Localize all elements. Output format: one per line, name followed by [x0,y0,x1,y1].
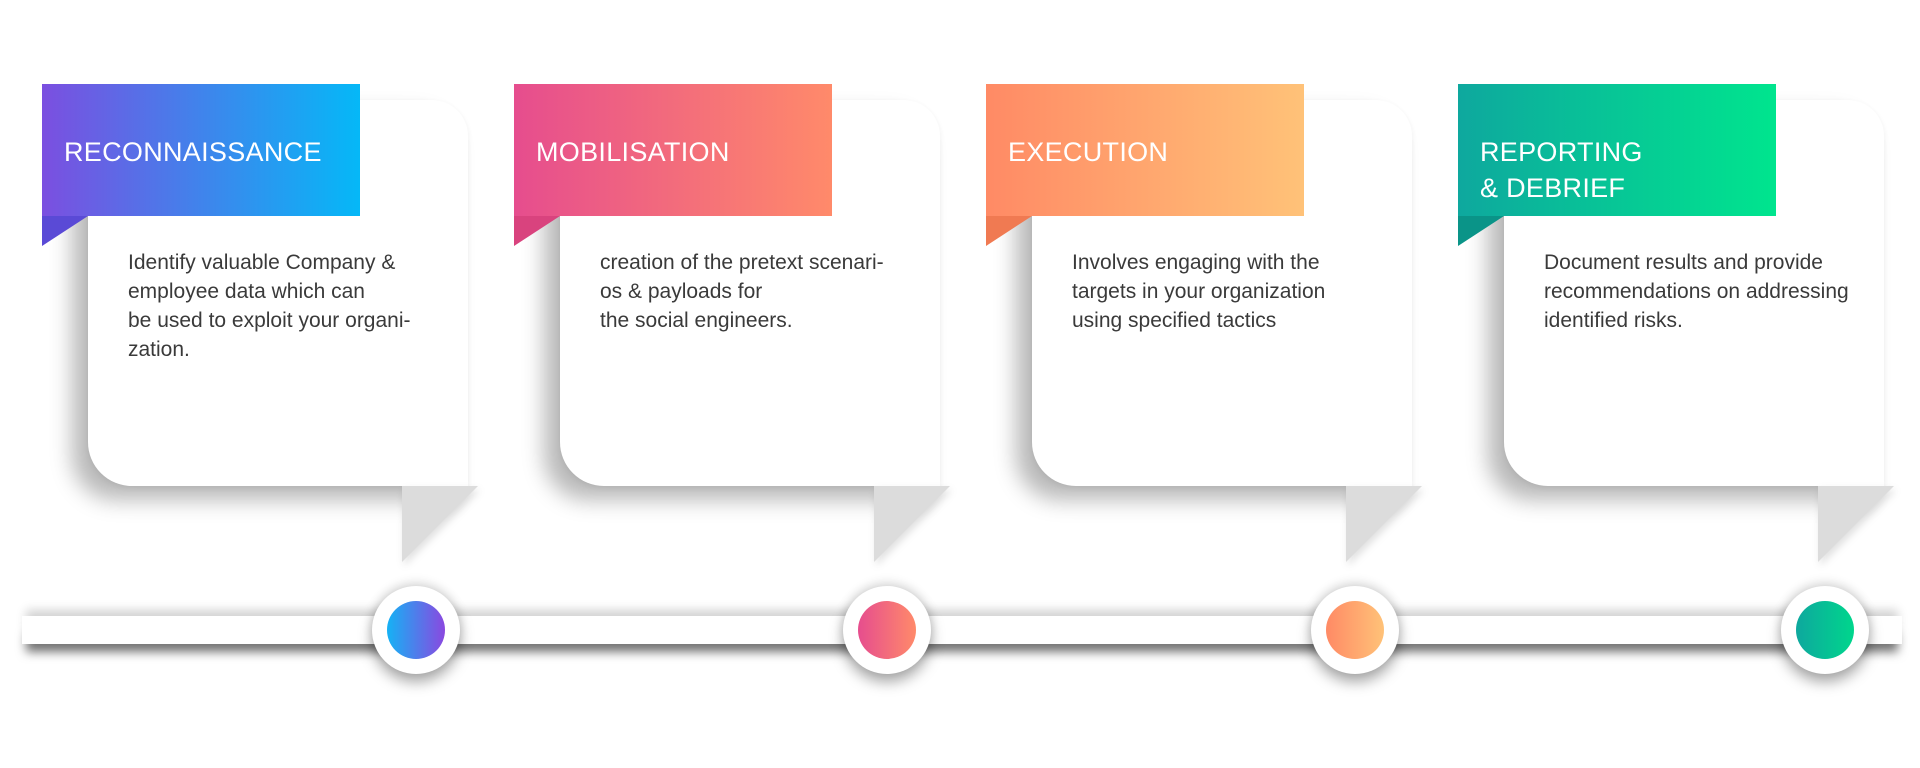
callout-tail [874,486,950,562]
timeline-node-3 [1311,586,1399,674]
step-title: RECONNAISSANCE [64,137,322,167]
step-description: Identify valuable Company & employee dat… [128,251,411,361]
callout-tail [1346,486,1422,562]
step-description: creation of the pretext scenari- os & pa… [600,251,884,332]
step-description: Involves engaging with the targets in yo… [1072,251,1326,332]
callout-tail [1818,486,1894,562]
timeline-node-dot [387,601,445,659]
header-fold [42,216,88,246]
step-description: Document results and provide recommendat… [1544,251,1849,332]
timeline-node-1 [372,586,460,674]
timeline-node-dot [1326,601,1384,659]
header-fold [986,216,1032,246]
step-card-4: REPORTING & DEBRIEF Document results and … [1458,84,1898,584]
step-header: EXECUTION [986,84,1304,216]
step-card-3: EXECUTION Involves engaging with the targ… [986,84,1426,584]
step-card-2: MOBILISATION creation of the pretext scen… [514,84,954,584]
timeline-node-2 [843,586,931,674]
step-title: REPORTING & DEBRIEF [1480,137,1643,203]
step-header: MOBILISATION [514,84,832,216]
header-fold [514,216,560,246]
timeline-node-4 [1781,586,1869,674]
step-title: MOBILISATION [536,137,730,167]
step-title: EXECUTION [1008,137,1169,167]
header-fold [1458,216,1504,246]
step-card-1: RECONNAISSANCE Identify valuable Company … [42,84,482,584]
step-header: REPORTING & DEBRIEF [1458,84,1776,216]
timeline-bar [22,616,1902,644]
callout-tail [402,486,478,562]
timeline-node-dot [858,601,916,659]
step-header: RECONNAISSANCE [42,84,360,216]
timeline-node-dot [1796,601,1854,659]
